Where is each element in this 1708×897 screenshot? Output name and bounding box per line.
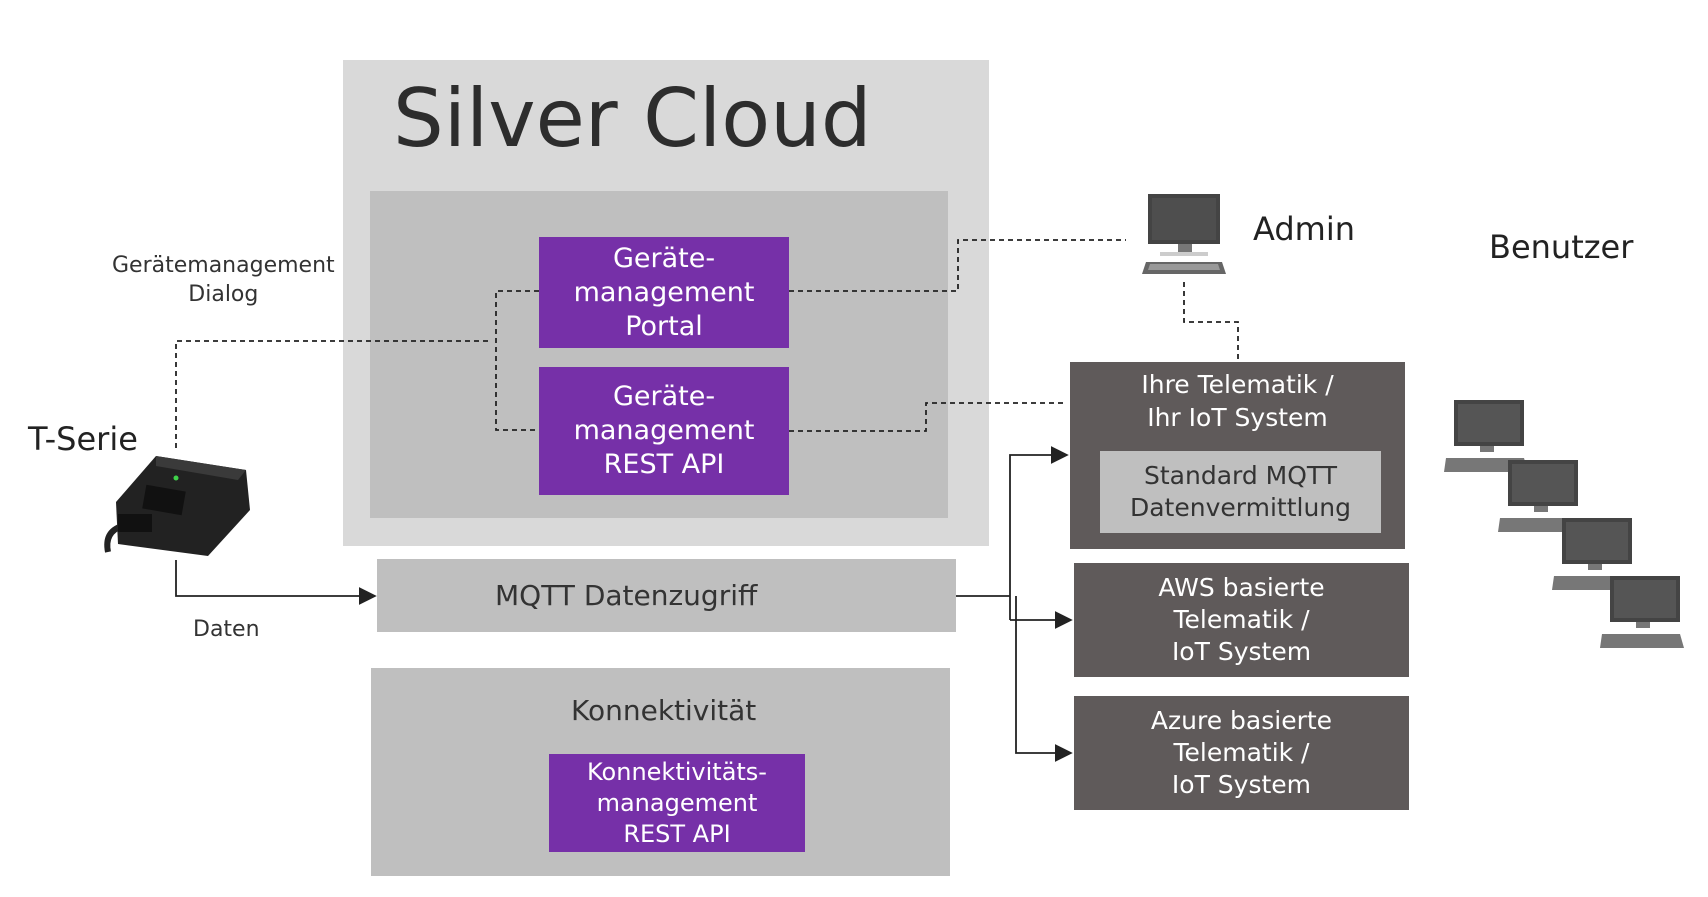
mqtt-data-access[interactable]: MQTT Datenzugriff [377, 559, 956, 632]
connectivity-management-rest-api[interactable]: Konnektivitäts- management REST API [549, 754, 805, 852]
device-management-rest-api[interactable]: Geräte- management REST API [539, 367, 789, 495]
rest-system-connector [789, 402, 1066, 432]
azure-telematics-system[interactable]: Azure basierte Telematik / IoT System [1074, 696, 1409, 810]
users-computers-icon [1444, 400, 1684, 648]
data-label: Daten [193, 617, 260, 642]
device-name: T-Serie [28, 420, 138, 458]
device-management-portal[interactable]: Geräte- management Portal [539, 237, 789, 348]
admin-computer-icon [1142, 194, 1226, 274]
admin-system-connector [1183, 282, 1239, 362]
aws-telematics-system[interactable]: AWS basierte Telematik / IoT System [1074, 563, 1409, 677]
portal-admin-connector [789, 239, 1126, 292]
data-arrow [175, 560, 377, 605]
connectivity-title: Konnektivität [571, 694, 757, 727]
admin-label: Admin [1253, 210, 1355, 248]
dialog-connector [175, 340, 492, 448]
to-own-system-arrow [1009, 446, 1069, 596]
portal-rest-bracket [495, 290, 539, 431]
to-azure-arrow [1015, 596, 1073, 762]
device-management-dialog-label: Gerätemanagement Dialog [112, 253, 335, 307]
standard-mqtt-brokering[interactable]: Standard MQTT Datenvermittlung [1100, 451, 1381, 533]
silver-cloud-title: Silver Cloud [393, 72, 872, 165]
users-label: Benutzer [1489, 228, 1634, 266]
tracker-device-icon [104, 456, 250, 556]
own-telematics-title: Ihre Telematik / Ihr IoT System [1141, 370, 1334, 432]
